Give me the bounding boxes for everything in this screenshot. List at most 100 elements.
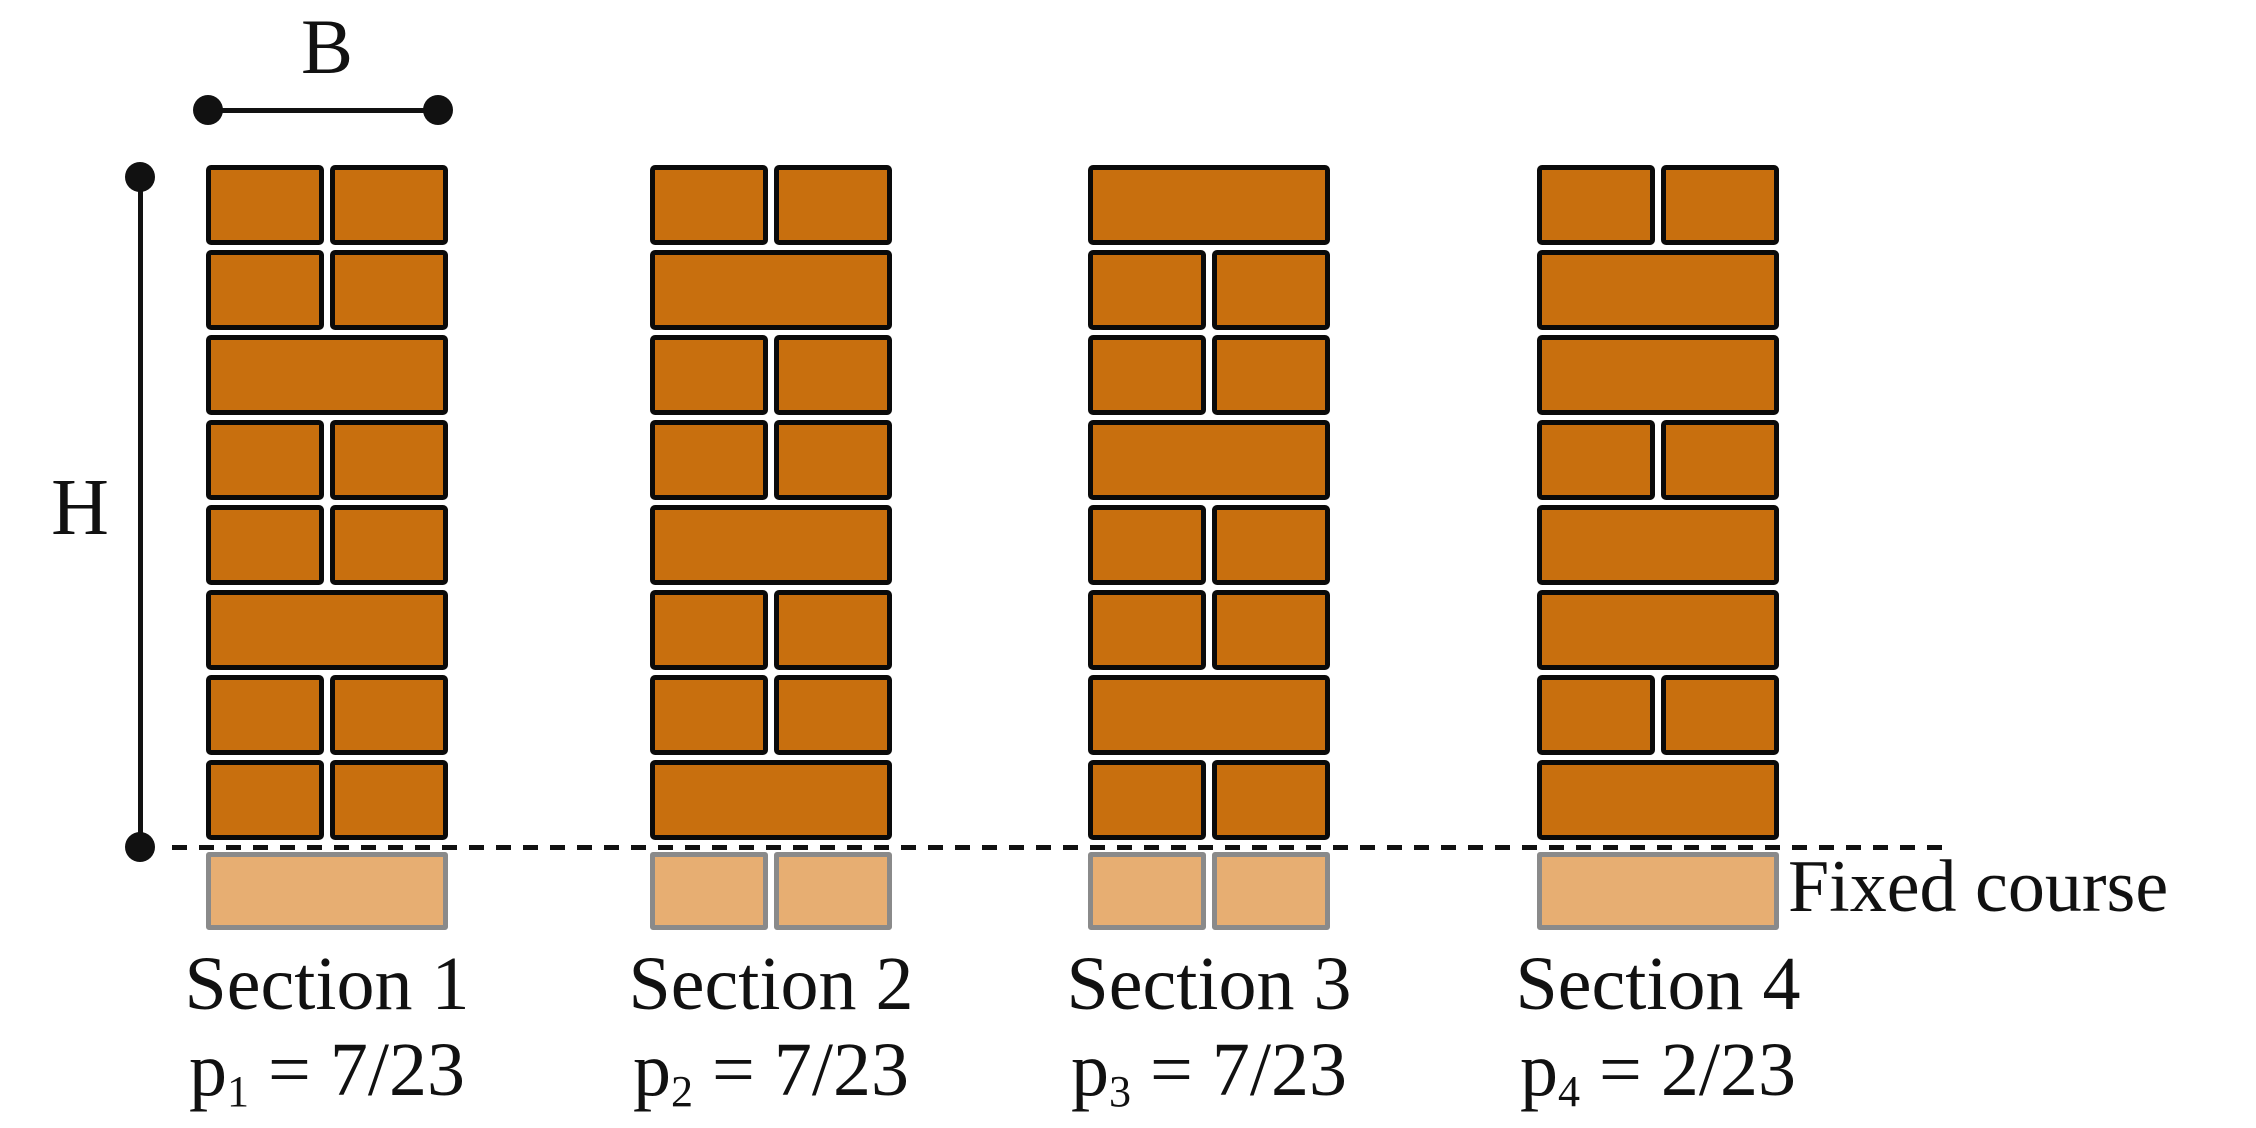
probability-value: = 7/23 [1131, 1027, 1348, 1112]
brick-full [1537, 590, 1779, 670]
probability-symbol: p [632, 1027, 671, 1112]
brick-half [206, 250, 324, 330]
brick-course-row-2 [206, 250, 448, 330]
brick-course-row-5 [206, 505, 448, 585]
brick-full [650, 250, 892, 330]
brick-course-row-3 [1088, 335, 1330, 415]
probability-value: = 2/23 [1580, 1027, 1797, 1112]
brick-half [206, 165, 324, 245]
section-title: Section 1 [184, 942, 470, 1026]
brick-full [1088, 420, 1330, 500]
brick-half [330, 420, 448, 500]
width-dimension-label: B [300, 3, 354, 90]
brick-half [774, 335, 892, 415]
brick-course-row-3 [206, 335, 448, 415]
brick-full [1088, 675, 1330, 755]
brick-full [1537, 505, 1779, 585]
brick-half [650, 675, 768, 755]
section-probability: p2 = 7/23 [561, 1028, 981, 1114]
probability-symbol: p [188, 1027, 227, 1112]
height-dimension-dot-bottom [125, 832, 155, 862]
brick-course-row-2 [650, 250, 892, 330]
brick-half [650, 165, 768, 245]
brick-half [206, 675, 324, 755]
brick-course-row-3 [1537, 335, 1779, 415]
height-dimension-dot-top [125, 162, 155, 192]
brick-half [774, 165, 892, 245]
brick-course-row-7 [1537, 675, 1779, 755]
brick-course-row-7 [650, 675, 892, 755]
brick-half [1537, 420, 1655, 500]
brick-course-row-6 [1088, 590, 1330, 670]
probability-subscript: 4 [1557, 1066, 1581, 1116]
brick-course-row-7 [206, 675, 448, 755]
brick-half [1212, 335, 1330, 415]
brick-course-row-4 [650, 420, 892, 500]
fixed-course-label: Fixed course [1788, 846, 2169, 928]
height-dimension-line [138, 177, 143, 843]
brick-half [1661, 165, 1779, 245]
brick-course-row-8 [1537, 760, 1779, 840]
brick-course-row-4 [1088, 420, 1330, 500]
brick-half [774, 420, 892, 500]
brick-half [1088, 505, 1206, 585]
brick-course-row-8 [1088, 760, 1330, 840]
brick-full [650, 505, 892, 585]
probability-subscript: 1 [226, 1066, 250, 1116]
brick-half [1661, 420, 1779, 500]
fixed-brick-half [650, 852, 768, 930]
brick-half [1088, 760, 1206, 840]
section-title: Section 2 [628, 942, 914, 1026]
brick-full [1088, 165, 1330, 245]
brick-half [330, 165, 448, 245]
section-probability: p3 = 7/23 [999, 1028, 1419, 1114]
width-dimension-line [208, 108, 438, 113]
brick-half [206, 420, 324, 500]
brick-course-row-8 [206, 760, 448, 840]
brick-half [330, 760, 448, 840]
brick-half [650, 590, 768, 670]
fixed-course-row [206, 852, 448, 930]
brick-half [1661, 675, 1779, 755]
probability-subscript: 3 [1108, 1066, 1132, 1116]
brick-course-row-7 [1088, 675, 1330, 755]
brick-half [330, 250, 448, 330]
fixed-course-row [650, 852, 892, 930]
section-probability: p1 = 7/23 [117, 1028, 537, 1114]
fixed-brick-half [774, 852, 892, 930]
probability-value: = 7/23 [693, 1027, 910, 1112]
brick-half [330, 675, 448, 755]
brick-course-row-8 [650, 760, 892, 840]
probability-symbol: p [1519, 1027, 1558, 1112]
brick-half [774, 590, 892, 670]
brick-course-row-2 [1537, 250, 1779, 330]
brick-full [650, 760, 892, 840]
brick-half [1212, 760, 1330, 840]
section-title: Section 4 [1515, 942, 1801, 1026]
brick-half [1088, 590, 1206, 670]
brick-half [1088, 250, 1206, 330]
height-dimension-label: H [51, 464, 109, 552]
brick-half [1537, 165, 1655, 245]
probability-subscript: 2 [670, 1066, 694, 1116]
section-title: Section 3 [1066, 942, 1352, 1026]
brick-course-row-5 [1088, 505, 1330, 585]
brick-half [1088, 335, 1206, 415]
brick-course-row-1 [650, 165, 892, 245]
brick-course-row-6 [1537, 590, 1779, 670]
fixed-course-datum-line [172, 845, 1943, 850]
brick-full [206, 335, 448, 415]
brick-course-row-1 [1537, 165, 1779, 245]
section-probability: p4 = 2/23 [1448, 1028, 1868, 1114]
width-dimension-dot-left [193, 95, 223, 125]
brick-full [1537, 760, 1779, 840]
brick-half [1537, 675, 1655, 755]
brick-half [206, 760, 324, 840]
probability-value: = 7/23 [249, 1027, 466, 1112]
